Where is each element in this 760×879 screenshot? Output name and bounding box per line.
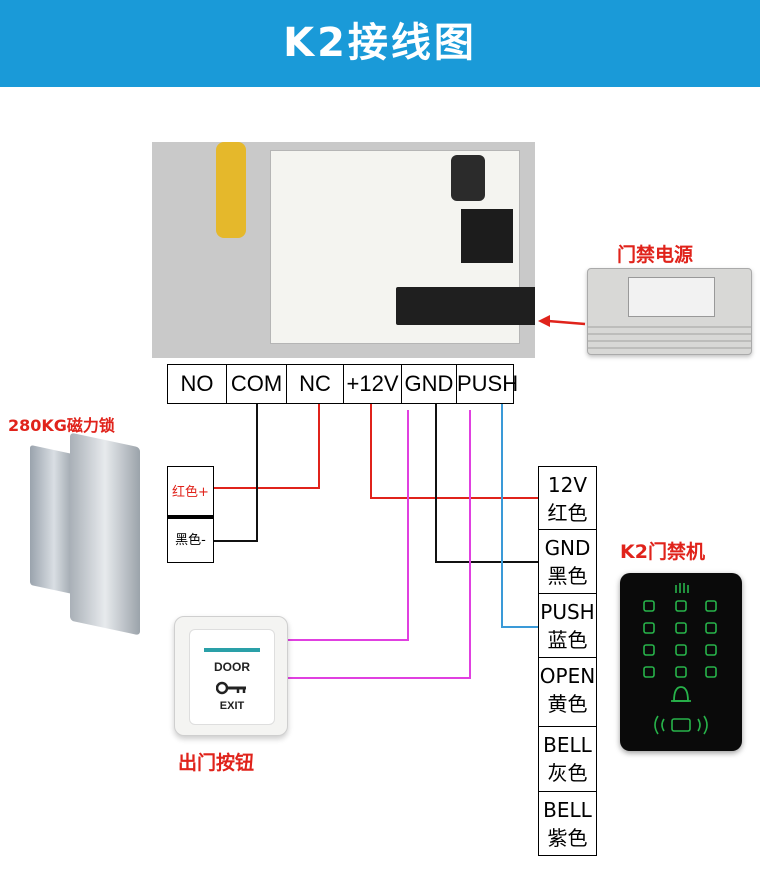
wire-com-lock-black: [214, 404, 258, 542]
wire-nc-lock-red: [214, 404, 320, 489]
keypad-label: K2门禁机: [620, 541, 705, 563]
key-icon: [215, 680, 248, 695]
terminal-no: NO: [167, 364, 227, 404]
title-banner: [0, 0, 760, 87]
keypad-wire-bell-gray: BELL 灰色: [538, 726, 597, 792]
power-supply-vents: [588, 321, 751, 351]
power-supply-box: [587, 268, 752, 355]
keypad-led-icon: [675, 583, 689, 593]
terminal-com: COM: [226, 364, 287, 404]
relay: [461, 209, 513, 263]
wire-signal: BELL: [543, 798, 592, 822]
wire-12v-keypad: [370, 404, 538, 499]
keypad-wire-gnd: GND 黑色: [538, 529, 597, 594]
wire-push-keypad: [501, 404, 538, 628]
wire-push-exit: [288, 410, 471, 679]
wire-color-name: 蓝色: [547, 628, 588, 652]
pcb: [270, 150, 535, 344]
wire-color-name: 紫色: [547, 826, 588, 850]
lock-cell-divider: [167, 515, 214, 519]
lock-label: 280KG磁力锁: [8, 416, 115, 435]
power-supply-label: 门禁电源: [617, 244, 694, 266]
keypad-wire-push: PUSH 蓝色: [538, 593, 597, 658]
capacitor: [451, 155, 485, 201]
wire-gnd-keypad: [435, 404, 538, 563]
terminal-gnd: GND: [401, 364, 457, 404]
keypad-device: [620, 573, 742, 751]
exit-button-label: 出门按钮: [178, 752, 255, 774]
cable-lead: [216, 142, 246, 238]
wire-color-name: 红色: [547, 501, 588, 525]
terminal-block: [396, 287, 535, 325]
wire-color-name: 黑色: [547, 564, 588, 588]
wire-signal: 12V: [547, 473, 588, 497]
keypad-keys: [643, 600, 717, 678]
terminal-nc: NC: [286, 364, 344, 404]
keypad-wire-12v: 12V 红色: [538, 466, 597, 530]
bell-icon: [671, 686, 691, 702]
keypad-wire-open: OPEN 黄色: [538, 657, 597, 727]
supply-arrow-head: [538, 315, 550, 327]
keypad-face: [643, 583, 717, 735]
exit-button-door-text: DOOR: [214, 660, 250, 674]
magnetic-lock-body: [70, 432, 140, 636]
terminal-12v: +12V: [343, 364, 402, 404]
wire-color-name: 黄色: [547, 692, 588, 716]
page-title: K2接线图: [283, 20, 477, 66]
power-supply-sticker: [628, 277, 715, 317]
exit-button-face: DOOR EXIT: [189, 629, 275, 725]
lock-wire-red: 红色+: [167, 466, 214, 518]
card-reader-icon: [654, 715, 708, 735]
exit-button-indicator: [204, 648, 260, 652]
exit-button-exit-text: EXIT: [219, 700, 245, 712]
wire-signal: GND: [544, 536, 591, 560]
wire-color-name: 灰色: [547, 761, 588, 785]
wire-gnd-exit: [288, 410, 409, 641]
lock-wire-black: 黑色-: [167, 517, 214, 563]
wire-signal: PUSH: [540, 600, 595, 624]
wire-signal: OPEN: [539, 664, 596, 688]
power-board-photo: [152, 142, 535, 358]
keypad-wire-bell-purple: BELL 紫色: [538, 791, 597, 856]
wire-signal: BELL: [543, 733, 592, 757]
terminal-push: PUSH: [456, 364, 518, 404]
exit-button-device: DOOR EXIT: [174, 616, 288, 736]
supply-arrow-line: [547, 319, 586, 326]
